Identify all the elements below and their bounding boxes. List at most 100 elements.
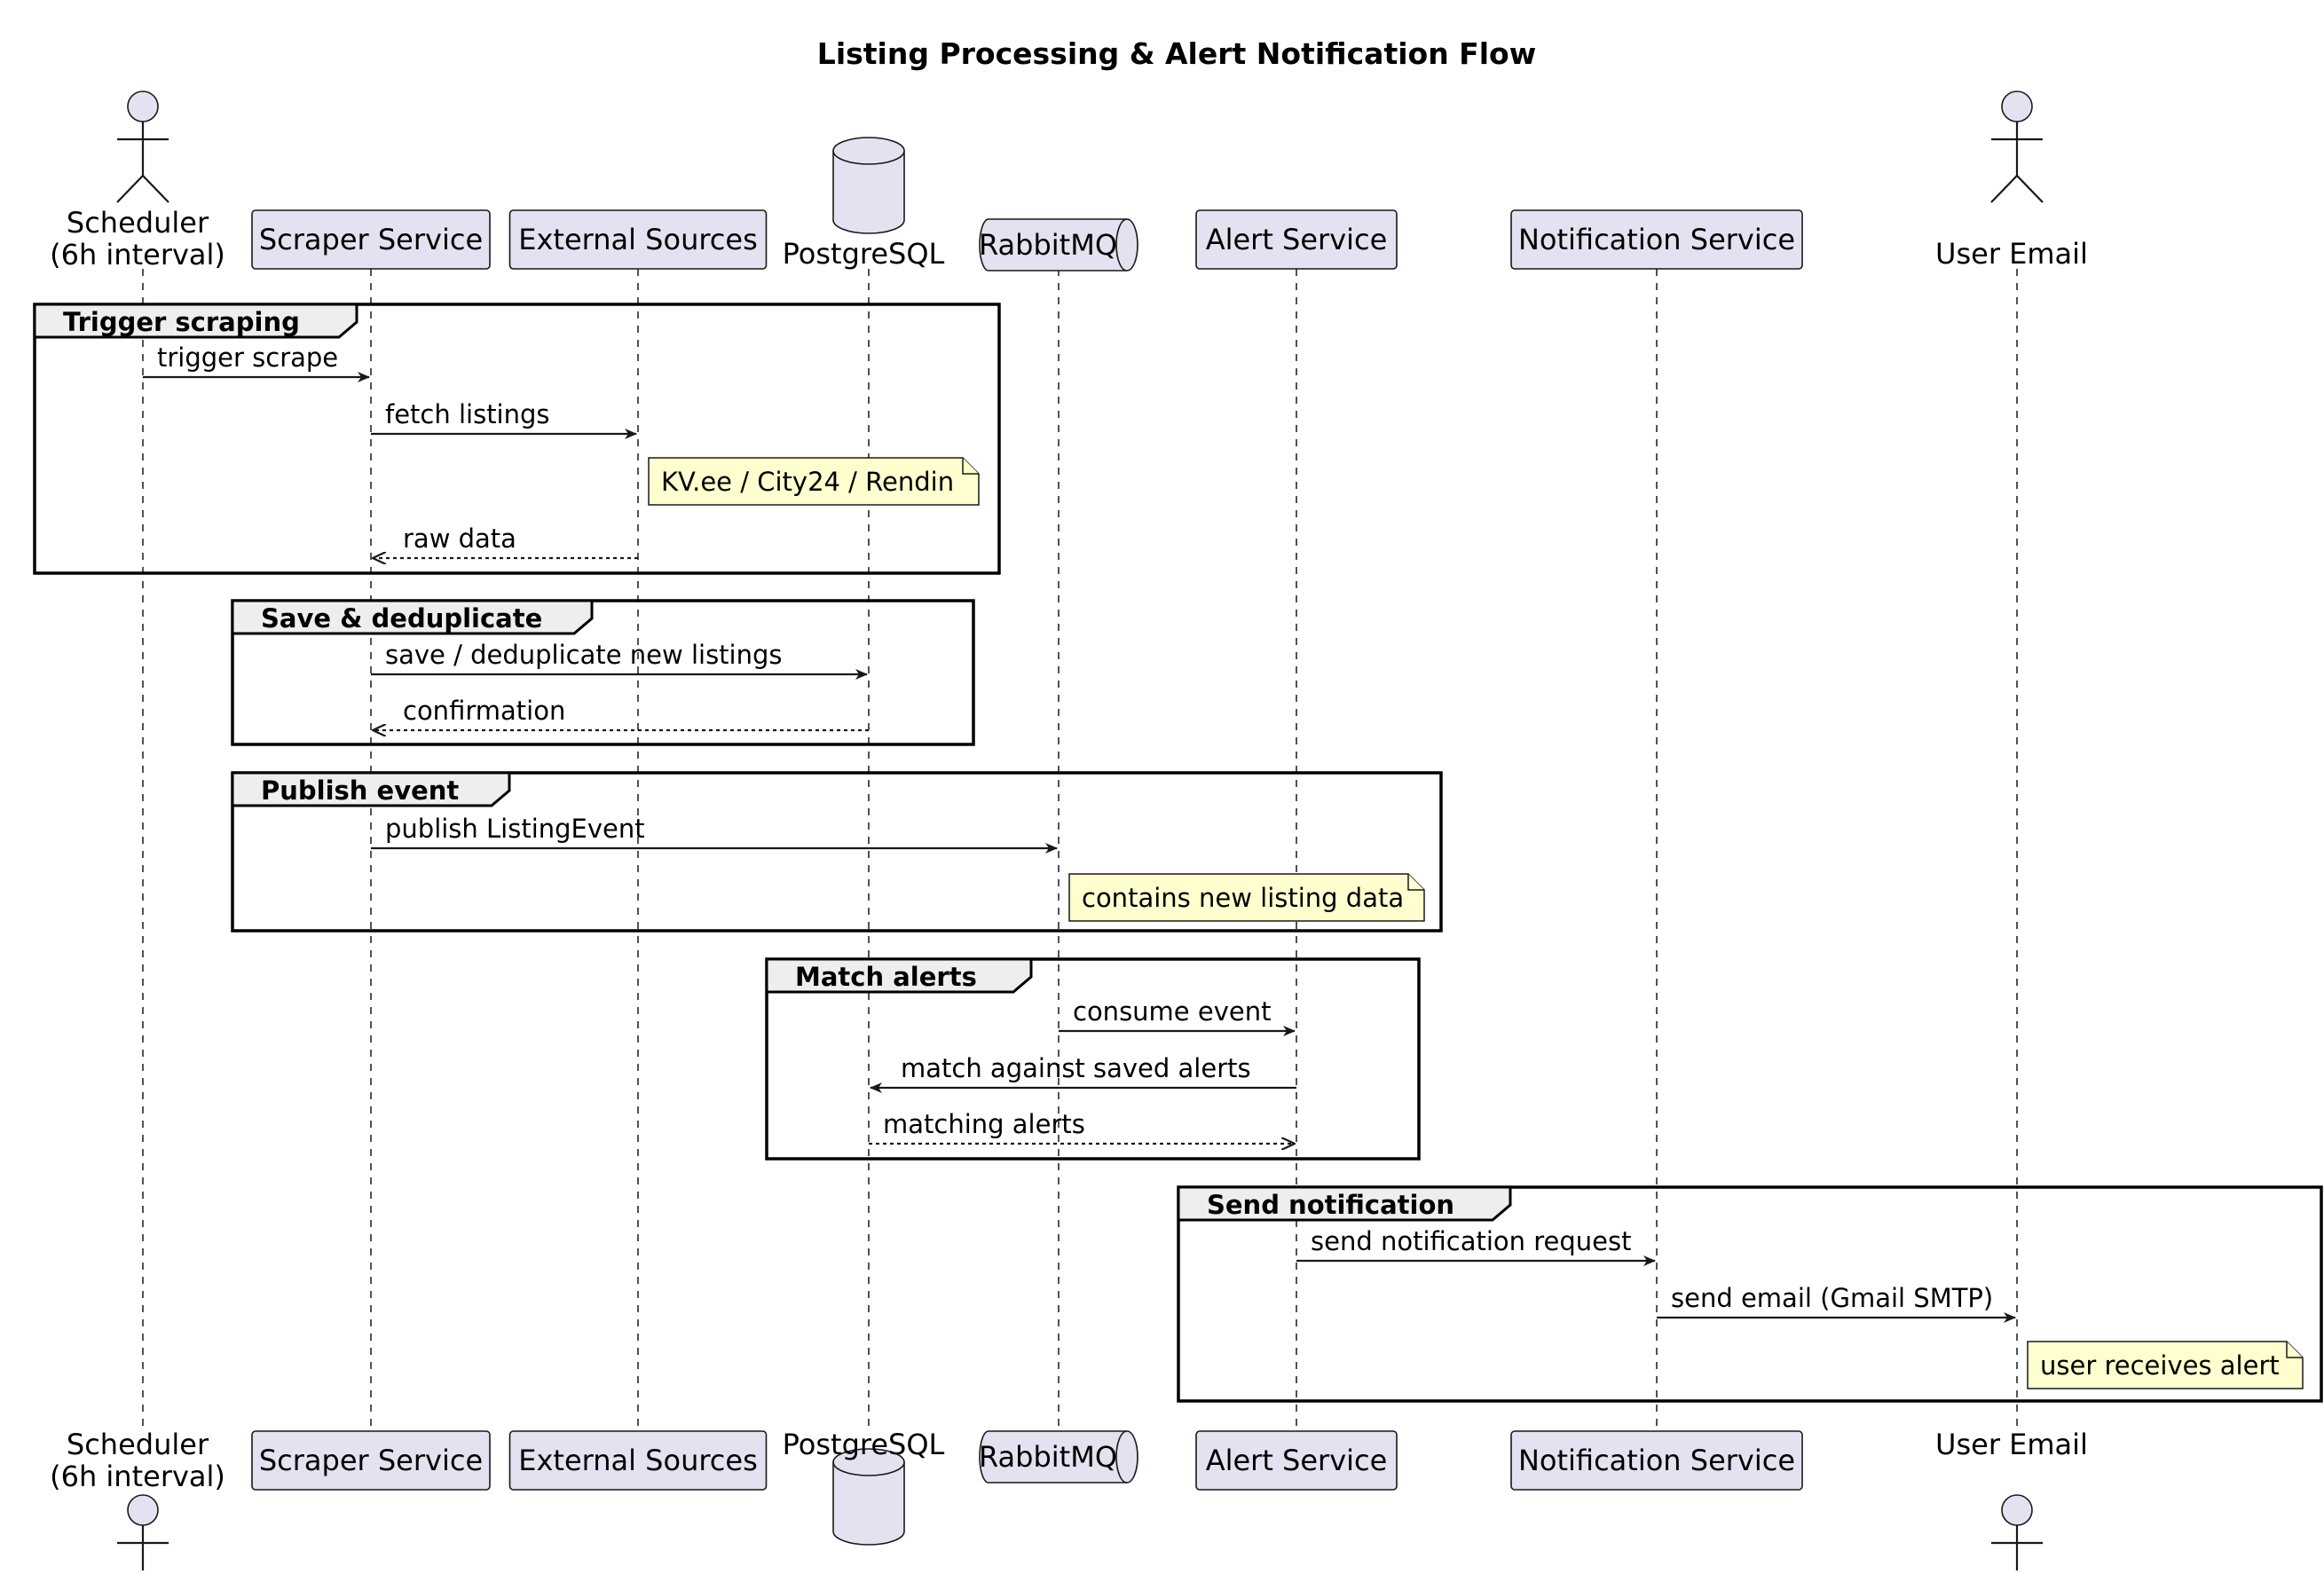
group-frame: Match alerts — [765, 957, 1421, 1161]
participant-box — [251, 1430, 491, 1491]
message-label: matching alerts — [883, 1109, 1085, 1139]
participant-scraper-top: Scraper Service — [251, 209, 491, 270]
participant-useremail-bottom: User Email — [1935, 1428, 2088, 1574]
group-tab — [765, 957, 1033, 994]
participant-label: RabbitMQ — [979, 1440, 1117, 1474]
participant-label: Scheduler — [67, 206, 209, 240]
participant-label: PostgreSQL — [783, 1428, 945, 1461]
message-scraper-to-external: fetch listings — [371, 399, 637, 439]
note-text: contains new listing data — [1082, 883, 1404, 913]
participant-label: External Sources — [518, 223, 758, 256]
message-label: send email (Gmail SMTP) — [1671, 1283, 1993, 1313]
queue-cap — [1115, 1430, 1128, 1483]
database-icon — [832, 1448, 905, 1546]
message-label: send notification request — [1311, 1226, 1632, 1256]
group-border — [765, 957, 1421, 1161]
message-rabbitmq-to-alert: consume event — [1059, 996, 1296, 1036]
note-box — [2027, 1341, 2304, 1389]
group-border — [33, 303, 1001, 575]
group-border — [231, 599, 975, 746]
note: contains new listing data — [1068, 873, 1425, 922]
participant-label: Alert Service — [1206, 223, 1388, 256]
message-scraper-to-postgres: save / deduplicate new listings — [371, 640, 868, 680]
message-postgres-to-scraper: confirmation — [373, 696, 869, 730]
group-tab — [231, 599, 594, 635]
note: user receives alert — [2027, 1341, 2304, 1389]
participants-bottom: Scheduler(6h interval) Scraper Service Ext… — [50, 1428, 2088, 1574]
participant-label: Scraper Service — [259, 223, 483, 256]
participant-notification-bottom: Notification Service — [1510, 1430, 1803, 1491]
participant-label: User Email — [1935, 237, 2088, 271]
participant-alert-top: Alert Service — [1195, 209, 1398, 270]
participant-box — [1510, 209, 1803, 270]
group-tab — [33, 303, 358, 339]
message-alert-to-notification: send notification request — [1296, 1226, 1656, 1266]
participant-useremail-top: User Email — [1935, 91, 2088, 271]
note-fold — [962, 458, 979, 475]
participant-label: External Sources — [518, 1444, 758, 1477]
group-border — [1177, 1185, 2323, 1403]
participant-postgres-top: PostgreSQL — [783, 137, 945, 271]
group-title: Send notification — [1207, 1190, 1454, 1220]
participants-top: Scheduler(6h interval) Scraper Service Ext… — [50, 91, 2088, 272]
message-label: trigger scrape — [157, 342, 338, 373]
actor-icon — [1991, 1494, 2043, 1574]
message-label: publish ListingEvent — [385, 814, 645, 844]
note-box — [648, 457, 980, 506]
participant-box — [1510, 1430, 1803, 1491]
participant-box — [508, 209, 768, 270]
message-label: consume event — [1073, 996, 1271, 1027]
actor-icon — [116, 91, 169, 203]
participant-scheduler-bottom: Scheduler(6h interval) — [50, 1428, 225, 1574]
diagram-title: Listing Processing & Alert Notification … — [817, 36, 1536, 71]
actor-icon — [1990, 91, 2044, 203]
group-tab — [1177, 1185, 1512, 1222]
participant-scraper-bottom: Scraper Service — [251, 1430, 491, 1491]
message-scraper-to-rabbitmq: publish ListingEvent — [371, 814, 1058, 854]
participant-label: Scheduler — [67, 1428, 209, 1461]
participant-label: Notification Service — [1518, 1444, 1795, 1477]
participant-alert-bottom: Alert Service — [1195, 1430, 1398, 1491]
participant-box — [1195, 209, 1398, 270]
message-label: match against saved alerts — [901, 1053, 1251, 1083]
participant-box — [1195, 1430, 1398, 1491]
database-icon — [832, 137, 905, 234]
participant-label: User Email — [1935, 1428, 2088, 1461]
participant-label: (6h interval) — [50, 1460, 225, 1493]
note-text: user receives alert — [2040, 1350, 2280, 1381]
message-alert-to-postgres: match against saved alerts — [870, 1053, 1296, 1093]
message-label: fetch listings — [385, 399, 550, 429]
note-text: KV.ee / City24 / Rendin — [661, 467, 954, 497]
participant-external-top: External Sources — [508, 209, 768, 270]
group-frame: Trigger scraping — [33, 303, 1001, 575]
participant-box — [251, 209, 491, 270]
participant-box — [508, 1430, 768, 1491]
group-title: Save & deduplicate — [261, 603, 542, 634]
participant-label: RabbitMQ — [979, 228, 1117, 262]
group-frame: Send notification — [1177, 1185, 2323, 1403]
note-fold — [1407, 874, 1424, 891]
group-title: Publish event — [261, 775, 459, 806]
participant-notification-top: Notification Service — [1510, 209, 1803, 270]
message-label: save / deduplicate new listings — [385, 640, 783, 670]
message-label: raw data — [403, 523, 516, 554]
actor-icon — [117, 1494, 169, 1574]
participant-label: Alert Service — [1206, 1444, 1388, 1477]
group-title: Match alerts — [795, 962, 977, 992]
participant-rabbitmq-bottom: RabbitMQ — [979, 1430, 1138, 1483]
message-external-to-scraper: raw data — [373, 523, 638, 558]
note: KV.ee / City24 / Rendin — [648, 457, 980, 506]
lifelines — [142, 269, 2018, 1428]
participant-label: PostgreSQL — [783, 237, 945, 271]
group-title: Trigger scraping — [63, 307, 300, 337]
participant-label: Notification Service — [1518, 223, 1795, 256]
note-box — [1068, 873, 1425, 922]
participant-scheduler-top: Scheduler(6h interval) — [50, 91, 225, 272]
group-frame: Publish event — [231, 771, 1443, 933]
message-notification-to-useremail: send email (Gmail SMTP) — [1657, 1283, 2016, 1323]
participant-postgres-bottom: PostgreSQL — [783, 1428, 945, 1546]
message-scheduler-to-scraper: trigger scrape — [143, 342, 370, 382]
